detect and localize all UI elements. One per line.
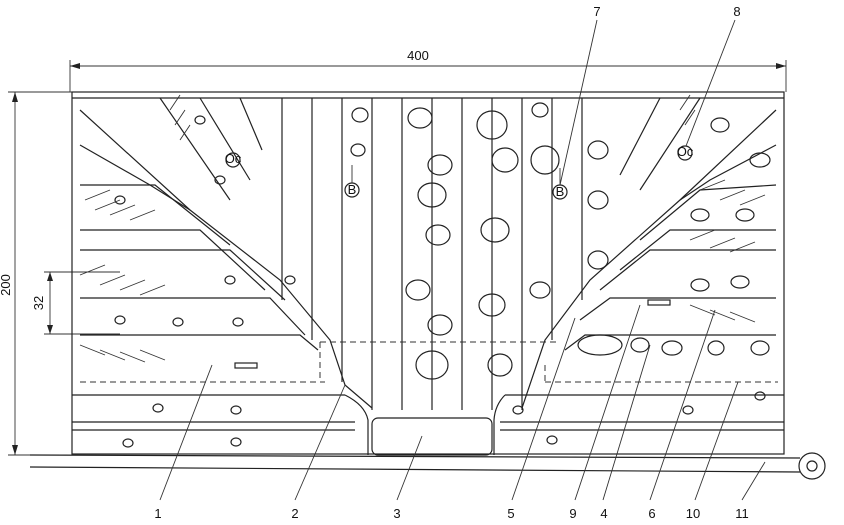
callout-5: 5 (507, 506, 514, 521)
dimension-width: 400 (69, 48, 787, 92)
central-block (371, 417, 493, 456)
marker-oc-right: Oc (677, 144, 694, 161)
svg-text:B: B (348, 182, 357, 197)
callout-3: 3 (393, 506, 400, 521)
sensor-right (647, 299, 671, 306)
dashed-layers (80, 341, 778, 383)
marker-oc-left: Oc (225, 151, 242, 168)
lower-strata (72, 394, 784, 456)
dimension-spacing: 32 (31, 271, 120, 335)
marker-b-left: B (344, 165, 360, 198)
callout-2: 2 (291, 506, 298, 521)
left-branches (79, 97, 373, 409)
callout-6: 6 (648, 506, 655, 521)
callout-4: 4 (600, 506, 607, 521)
callout-10: 10 (686, 506, 700, 521)
fibres-left (79, 94, 191, 363)
callout-11: 11 (735, 506, 749, 521)
outer-frame (71, 91, 785, 455)
central-channels (281, 98, 583, 410)
svg-text:Oc: Oc (225, 151, 242, 166)
base-rail (29, 452, 826, 480)
svg-text:B: B (556, 184, 565, 199)
right-branches (521, 97, 777, 409)
leader-lines (159, 19, 766, 501)
callout-9: 9 (569, 506, 576, 521)
sensor-left (234, 362, 258, 369)
callout-8: 8 (733, 4, 740, 19)
spacing-label: 32 (31, 296, 46, 310)
blobs (350, 102, 609, 380)
width-label: 400 (407, 48, 429, 63)
callout-1: 1 (154, 506, 161, 521)
particles (114, 115, 771, 448)
height-label: 200 (0, 274, 13, 296)
dimension-height: 200 (0, 91, 75, 456)
callout-7: 7 (593, 4, 600, 19)
callout-labels: 1 2 3 5 9 4 6 10 11 7 8 (154, 4, 748, 521)
svg-text:Oc: Oc (677, 144, 694, 159)
